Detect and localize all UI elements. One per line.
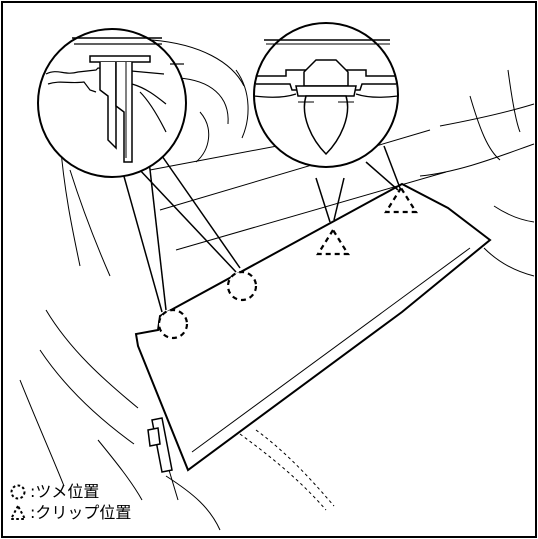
claw-position-2 [226, 270, 258, 302]
clip-position-2 [384, 185, 418, 214]
legend-claw-row: :ツメ位置 [8, 482, 131, 502]
leader-lines [117, 145, 401, 313]
legend-claw-label: :ツメ位置 [30, 482, 100, 501]
legend: :ツメ位置 :クリップ位置 [8, 482, 131, 524]
claw-position-1 [157, 308, 189, 340]
clip-position-1 [316, 227, 350, 256]
clip-detail-magnifier [253, 22, 399, 168]
legend-clip-row: :クリップ位置 [8, 503, 131, 523]
seat-belt-buckle [147, 417, 173, 473]
dashed-circle-icon [10, 484, 26, 500]
legend-clip-label: :クリップ位置 [30, 503, 132, 522]
trim-panel [134, 182, 492, 472]
dashed-triangle-icon [9, 503, 27, 520]
claw-detail-magnifier [37, 28, 187, 178]
